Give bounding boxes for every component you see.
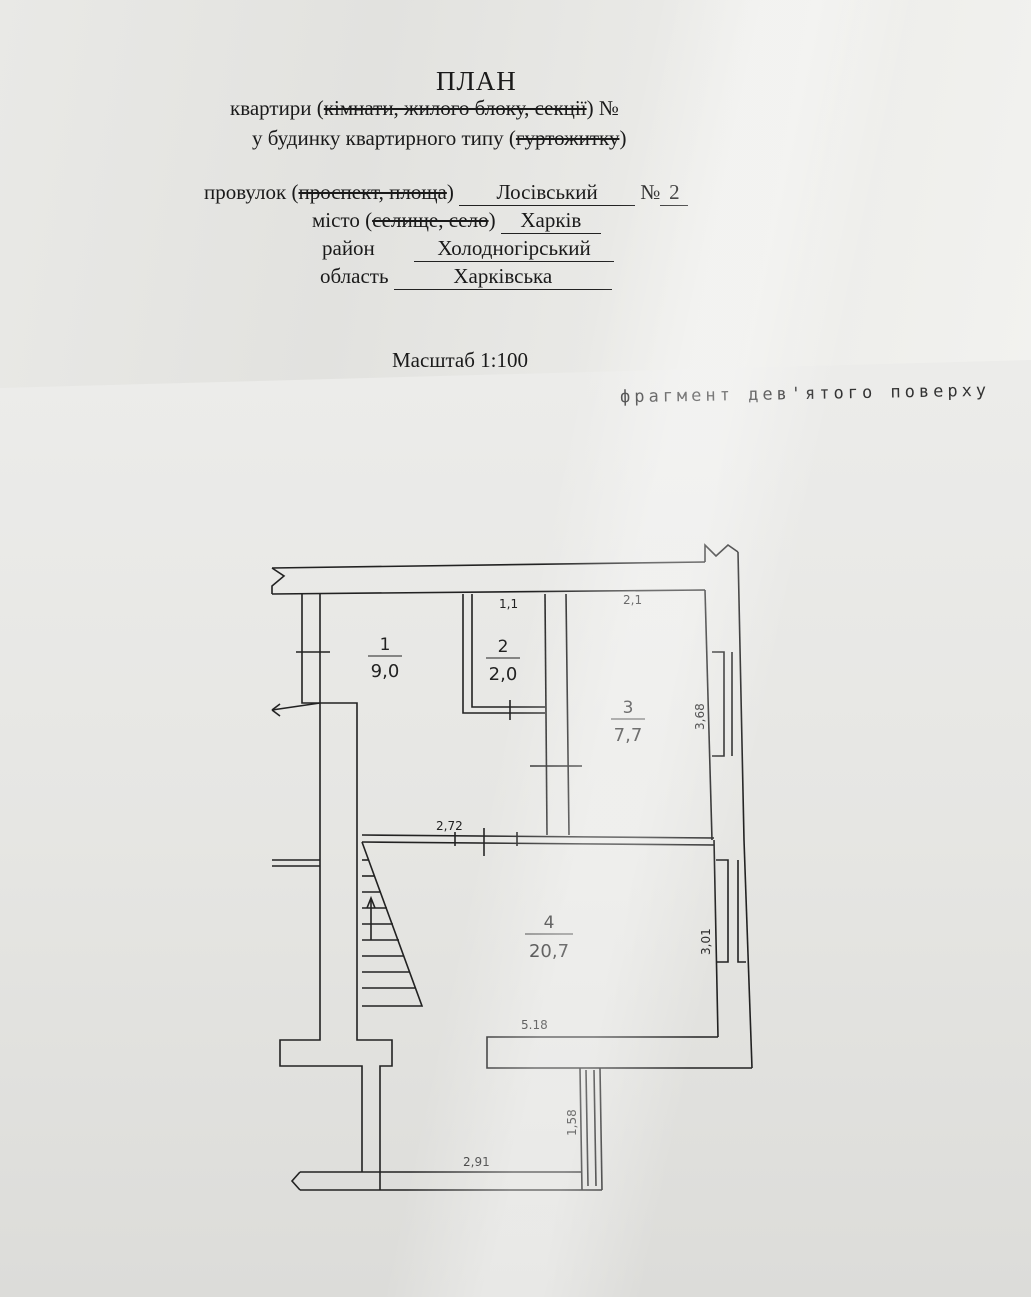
room-4-number: 4 xyxy=(544,913,555,933)
dimension-label: 3,01 xyxy=(699,928,713,955)
dimension-label: 2,1 xyxy=(623,593,642,607)
city-value: Харків xyxy=(500,208,601,234)
room-1-area: 9,0 xyxy=(371,661,400,682)
room-2-area: 2,0 xyxy=(489,664,518,685)
district-value: Холодногірський xyxy=(414,236,615,262)
apartment-line: квартири (кімнати, жилого блоку, секції)… xyxy=(230,96,619,120)
region-line: область Харківська xyxy=(320,264,612,290)
struck-options: гуртожитку xyxy=(515,126,620,150)
struck-options: кімнати, жилого блоку, секції xyxy=(323,96,587,120)
paper-sheet-bottom xyxy=(0,360,1031,1297)
scale-label: Масштаб 1:100 xyxy=(392,348,529,372)
dimension-label: 5.18 xyxy=(521,1018,548,1032)
document-header: ПЛАН квартири (кімнати, жилого блоку, се… xyxy=(0,0,1031,400)
dimension-label: 3,68 xyxy=(693,703,707,730)
district-line: район Холодногірський xyxy=(322,236,615,262)
street-value: Лосівський xyxy=(459,180,636,206)
dimension-label: 1,1 xyxy=(499,597,518,611)
room-3-area: 7,7 xyxy=(614,725,643,746)
room-4-area: 20,7 xyxy=(529,941,569,962)
room-labels: 1 9,0 2 2,0 3 7,7 4 20,7 xyxy=(368,635,645,962)
dimension-label: 1,58 xyxy=(565,1109,579,1136)
city-line: місто (селище, село) Харків xyxy=(312,208,601,234)
document-title: ПЛАН xyxy=(436,66,517,96)
room-1-number: 1 xyxy=(380,635,391,655)
paper-sheet-top xyxy=(0,0,1031,400)
region-value: Харківська xyxy=(393,264,612,290)
house-number-value: 2 xyxy=(660,180,689,206)
plan-walls xyxy=(271,543,753,1191)
dimension-label: 2,91 xyxy=(463,1155,490,1169)
building-type-line: у будинку квартирного типу (гуртожитку) xyxy=(252,126,627,150)
room-2-number: 2 xyxy=(498,637,509,657)
dimension-labels: 1,1 2,1 3,68 2,72 3,01 5.18 1,58 2,91 xyxy=(436,593,713,1169)
room-3-number: 3 xyxy=(623,698,634,718)
dimension-label: 2,72 xyxy=(436,819,463,833)
